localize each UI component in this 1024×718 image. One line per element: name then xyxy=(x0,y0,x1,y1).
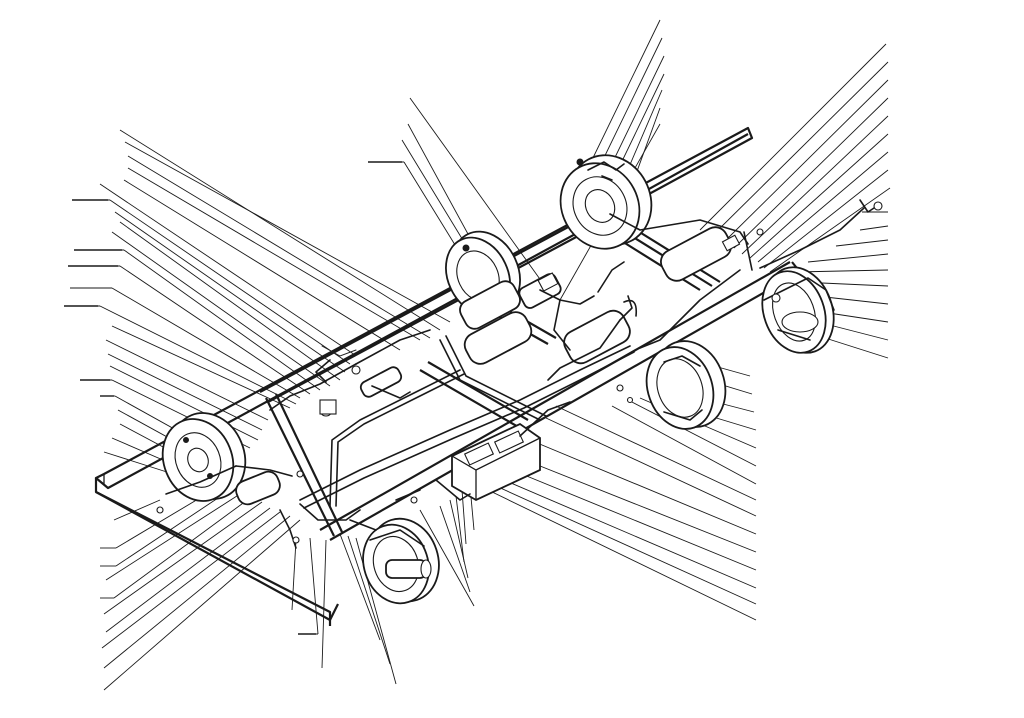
chassis-frame xyxy=(94,126,801,626)
rear-left-brake-drum xyxy=(559,154,653,250)
fittings-and-brackets xyxy=(156,201,883,544)
brake-pipe-network xyxy=(235,199,881,549)
rear-right-brake-drum xyxy=(761,266,835,354)
front-left-brake-drum xyxy=(161,412,247,502)
brake-valve-unit xyxy=(451,422,541,502)
front-right-brake-drum xyxy=(362,517,440,605)
air-reservoir-tanks xyxy=(235,226,732,506)
callout-label-ticks xyxy=(64,161,402,635)
front-right-outer-drum xyxy=(645,340,727,430)
